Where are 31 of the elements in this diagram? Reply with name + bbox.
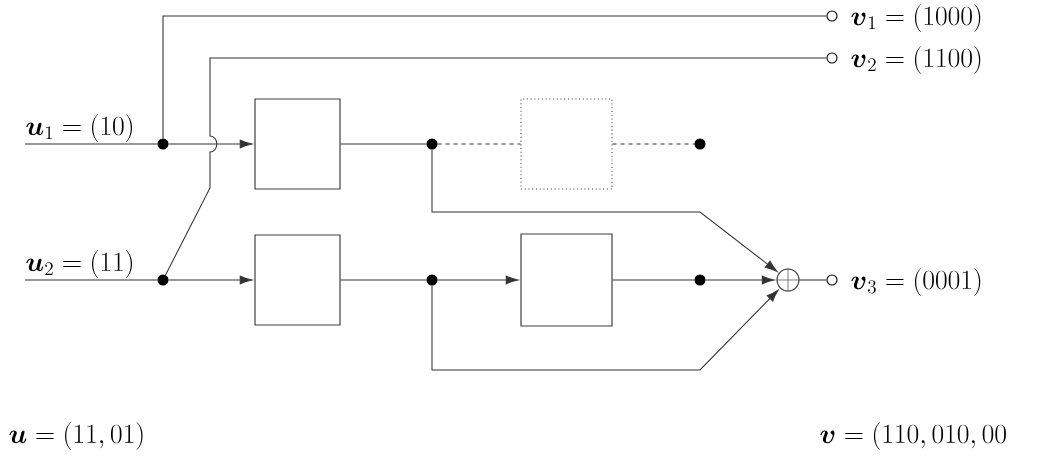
connector [799, 279, 827, 281]
connector [24, 143, 158, 145]
connector [612, 143, 695, 145]
output-terminal [826, 52, 838, 64]
output-label: $\boldsymbol{v}_3 = (0001)$ [851, 268, 981, 296]
signal-label: $\boldsymbol{u} = (11,01)$ [9, 422, 143, 450]
output-label: $\boldsymbol{v}_2 = (1100)$ [851, 46, 981, 74]
connector [168, 139, 253, 149]
connector [168, 275, 253, 285]
connector [340, 143, 427, 145]
xor-adder [776, 268, 800, 292]
output-terminal [826, 274, 838, 286]
output-terminal [826, 10, 838, 22]
connector [705, 275, 775, 285]
delay-box [254, 98, 341, 190]
connector [431, 149, 778, 272]
connector [437, 275, 519, 285]
signal-label: $\boldsymbol{v} = (110,010,00$ [820, 422, 1006, 450]
connector [612, 279, 695, 281]
connector [437, 143, 521, 145]
connector [162, 15, 827, 139]
connector [340, 279, 427, 281]
signal-label: $\boldsymbol{u}_2 = (11)$ [26, 250, 132, 278]
output-label: $\boldsymbol{v}_1 = (1000)$ [851, 4, 981, 32]
connector [431, 285, 779, 371]
connector [165, 57, 827, 276]
delay-box [520, 98, 613, 190]
signal-label: $\boldsymbol{u}_1 = (10)$ [26, 114, 132, 142]
connector [24, 279, 158, 281]
delay-box [254, 234, 341, 326]
delay-box [520, 233, 613, 327]
